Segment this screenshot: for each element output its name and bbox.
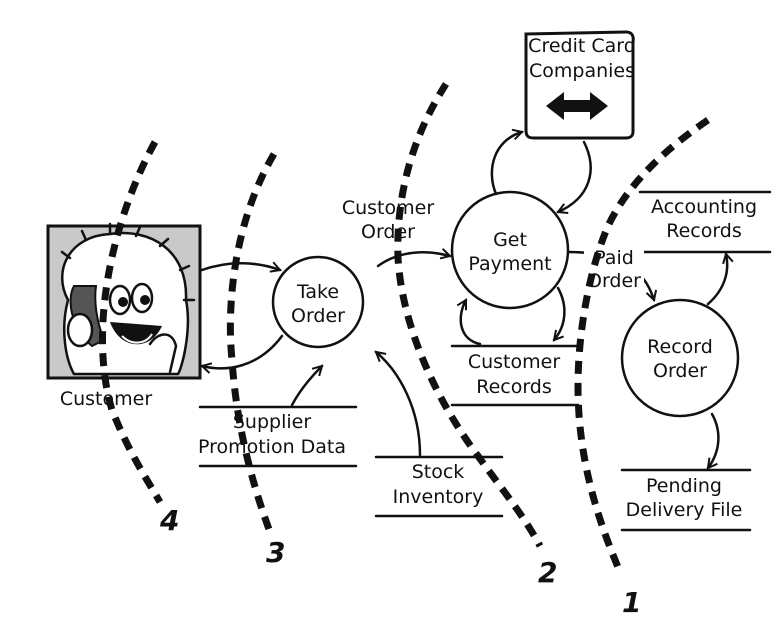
pending-delivery-line1: Pending bbox=[646, 475, 722, 497]
flow-record-order-to-accounting bbox=[706, 254, 727, 306]
credit-card-label-line2: Companies bbox=[529, 60, 635, 82]
store-supplier-promotion: Supplier Promotion Data bbox=[198, 405, 358, 468]
flow-take-order-to-get-payment bbox=[376, 252, 450, 268]
customer-order-label-bg bbox=[334, 194, 444, 244]
process-get-payment: Get Payment bbox=[450, 190, 570, 310]
flow-get-payment-to-credit-card bbox=[490, 132, 522, 196]
get-payment-line1: Get bbox=[493, 229, 527, 251]
take-order-line1: Take bbox=[296, 281, 339, 303]
boundary-3 bbox=[226, 152, 278, 534]
record-order-line2: Order bbox=[653, 360, 707, 382]
store-pending-delivery: Pending Delivery File bbox=[620, 468, 752, 532]
customer-order-line1: Customer bbox=[342, 197, 434, 219]
flow-customer-to-take-order bbox=[200, 263, 280, 270]
yeti-icon bbox=[60, 222, 196, 376]
customer-entity bbox=[46, 222, 202, 380]
credit-card-label-line1: Credit Card bbox=[528, 35, 636, 57]
take-order-line2: Order bbox=[291, 305, 345, 327]
get-payment-line2: Payment bbox=[468, 253, 551, 275]
stock-inventory-line2: Inventory bbox=[393, 486, 484, 508]
credit-card-entity: Credit Card Companies bbox=[524, 30, 636, 140]
paid-order-line1: Paid bbox=[594, 247, 634, 269]
boundary-4 bbox=[99, 140, 164, 504]
supplier-promotion-line2: Promotion Data bbox=[198, 436, 346, 458]
customer-records-line2: Records bbox=[476, 376, 552, 398]
process-record-order: Record Order bbox=[620, 298, 740, 418]
store-customer-records: Customer Records bbox=[450, 344, 580, 407]
boundary-number-2: 2 bbox=[538, 556, 557, 589]
flow-stock-to-take-order bbox=[376, 352, 422, 457]
pending-delivery-line2: Delivery File bbox=[626, 499, 743, 521]
flow-customer-records-to-get-payment bbox=[461, 300, 482, 346]
boundary-2 bbox=[394, 82, 544, 548]
paid-order-line2: Order bbox=[587, 270, 641, 292]
flow-credit-card-to-get-payment bbox=[558, 140, 592, 212]
accounting-records-line2: Records bbox=[666, 220, 742, 242]
boundary-1 bbox=[574, 117, 710, 574]
supplier-promotion-line1: Supplier bbox=[233, 411, 311, 433]
boundary-number-4: 4 bbox=[159, 504, 179, 537]
flow-get-payment-to-customer-records bbox=[554, 286, 566, 340]
process-take-order: Take Order bbox=[271, 255, 365, 349]
accounting-records-line1: Accounting bbox=[651, 196, 757, 218]
bidirectional-arrow-icon bbox=[546, 92, 608, 120]
store-accounting-records: Accounting Records bbox=[638, 190, 772, 254]
customer-order-line2: Order bbox=[361, 221, 415, 243]
store-stock-inventory: Stock Inventory bbox=[374, 455, 504, 518]
flow-take-order-to-customer bbox=[202, 334, 284, 368]
stock-inventory-line1: Stock bbox=[412, 461, 465, 483]
boundary-number-3: 3 bbox=[266, 536, 285, 569]
paid-order-label-bg bbox=[584, 244, 644, 292]
flow-supplier-to-take-order bbox=[290, 366, 322, 407]
record-order-line1: Record bbox=[647, 336, 713, 358]
customer-records-line1: Customer bbox=[468, 351, 560, 373]
flow-record-order-to-pending-delivery bbox=[706, 412, 720, 468]
boundaries bbox=[99, 82, 710, 574]
boundary-number-1: 1 bbox=[622, 586, 641, 619]
